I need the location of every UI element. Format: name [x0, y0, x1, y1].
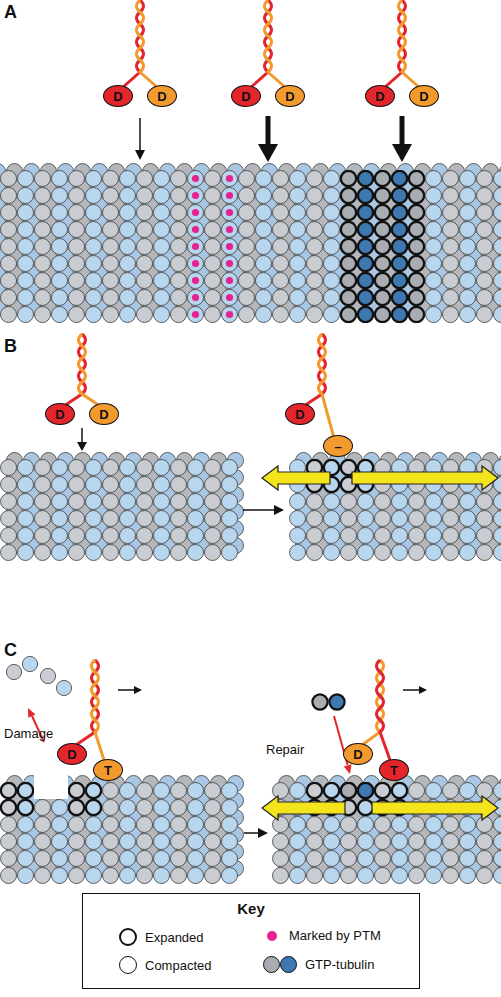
head-label: D [295, 408, 304, 421]
arrow-head [135, 150, 145, 160]
motor-head: D [89, 403, 119, 425]
arrow-shaft [118, 689, 135, 691]
motor-head: D [285, 403, 315, 425]
microtubule-lattice [272, 782, 501, 884]
legend-item: GTP-tubulin [263, 956, 374, 973]
arrow-head [344, 764, 352, 774]
free-tubulin [56, 680, 71, 695]
head-label: D [67, 748, 76, 761]
gtp-tubulin [329, 694, 344, 709]
motor-head: D [147, 85, 177, 107]
arrow-head [134, 686, 142, 694]
motor-head: D [45, 403, 75, 425]
head-label: – [334, 440, 341, 453]
head-label: D [99, 408, 108, 421]
arrow-shaft [139, 118, 141, 151]
legend-item: Compacted [119, 956, 211, 974]
legend-title: Key [83, 900, 419, 917]
arrow-shaft [244, 832, 259, 834]
coiled-coil [79, 334, 101, 406]
motor-head: D [365, 85, 395, 107]
coiled-coil [377, 660, 391, 760]
expansion-arrow [262, 466, 330, 490]
legend-swatch [119, 928, 137, 946]
legend-swatch [267, 931, 277, 941]
legend-text: GTP-tubulin [305, 957, 374, 972]
legend-swatch [119, 956, 137, 974]
motor-head: D [57, 743, 87, 765]
coiled-coil [137, 0, 159, 88]
arrow-shaft [266, 116, 271, 146]
legend-item: Marked by PTM [263, 928, 381, 943]
arrow-shaft [403, 689, 420, 691]
arrow-head [28, 708, 36, 718]
arrow-shaft [400, 116, 405, 146]
head-label: D [375, 90, 384, 103]
gtp-ring [340, 170, 425, 323]
legend-swatch [263, 956, 297, 973]
coiled-coil [265, 0, 287, 88]
arrow-head [258, 828, 268, 838]
process-label: Damage [4, 726, 53, 741]
lattice-gap [34, 775, 68, 799]
expanded-patch [68, 782, 102, 816]
head-label: D [241, 90, 250, 103]
swatch-circle [263, 956, 280, 973]
free-tubulin [40, 668, 55, 683]
free-tubulin [22, 656, 37, 671]
head-label: T [390, 764, 398, 777]
head-label: T [104, 764, 112, 777]
coiled-coil [319, 334, 335, 438]
coiled-coil [92, 660, 105, 760]
microtubule-lattice [0, 170, 501, 323]
panel-letter: A [4, 2, 17, 23]
motor-head: – [323, 435, 353, 457]
head-label: D [55, 408, 64, 421]
panel-letter: B [4, 336, 17, 357]
expansion-arrow [352, 466, 498, 490]
arrow-shaft [243, 509, 275, 511]
motor-head: D [103, 85, 133, 107]
arrow-head [274, 505, 284, 515]
motor-head: D [409, 85, 439, 107]
arrow-shaft [81, 428, 83, 443]
microtubule-lattice [0, 459, 238, 561]
head-label: D [285, 90, 294, 103]
head-label: D [157, 90, 166, 103]
gtp-insert [340, 782, 374, 799]
legend-text: Marked by PTM [289, 928, 381, 943]
expansion-arrow [262, 796, 345, 820]
ptm-band [187, 170, 255, 323]
arrow-head [77, 442, 87, 451]
arrow-head [258, 144, 278, 162]
panel-letter: C [4, 640, 17, 661]
swatch-circle [280, 956, 297, 973]
arrow-head [392, 144, 412, 162]
expansion-arrow [372, 796, 498, 820]
coiled-coil [399, 0, 421, 88]
free-tubulin [6, 664, 21, 679]
head-label: D [419, 90, 428, 103]
motor-head: D [343, 743, 373, 765]
motor-head: D [275, 85, 305, 107]
gtp-tubulin [312, 694, 327, 709]
expanded-patch [0, 782, 34, 816]
legend-text: Compacted [145, 958, 211, 973]
motor-head: T [93, 759, 123, 781]
motor-head: T [379, 759, 409, 781]
head-label: D [353, 748, 362, 761]
head-label: D [113, 90, 122, 103]
legend-box: KeyExpanded Marked by PTM Compacted GTP-tub… [82, 893, 420, 989]
arrow-head [419, 686, 427, 694]
motor-head: D [231, 85, 261, 107]
process-label: Repair [266, 742, 304, 757]
legend-item: Expanded [119, 928, 204, 946]
legend-text: Expanded [145, 930, 204, 945]
